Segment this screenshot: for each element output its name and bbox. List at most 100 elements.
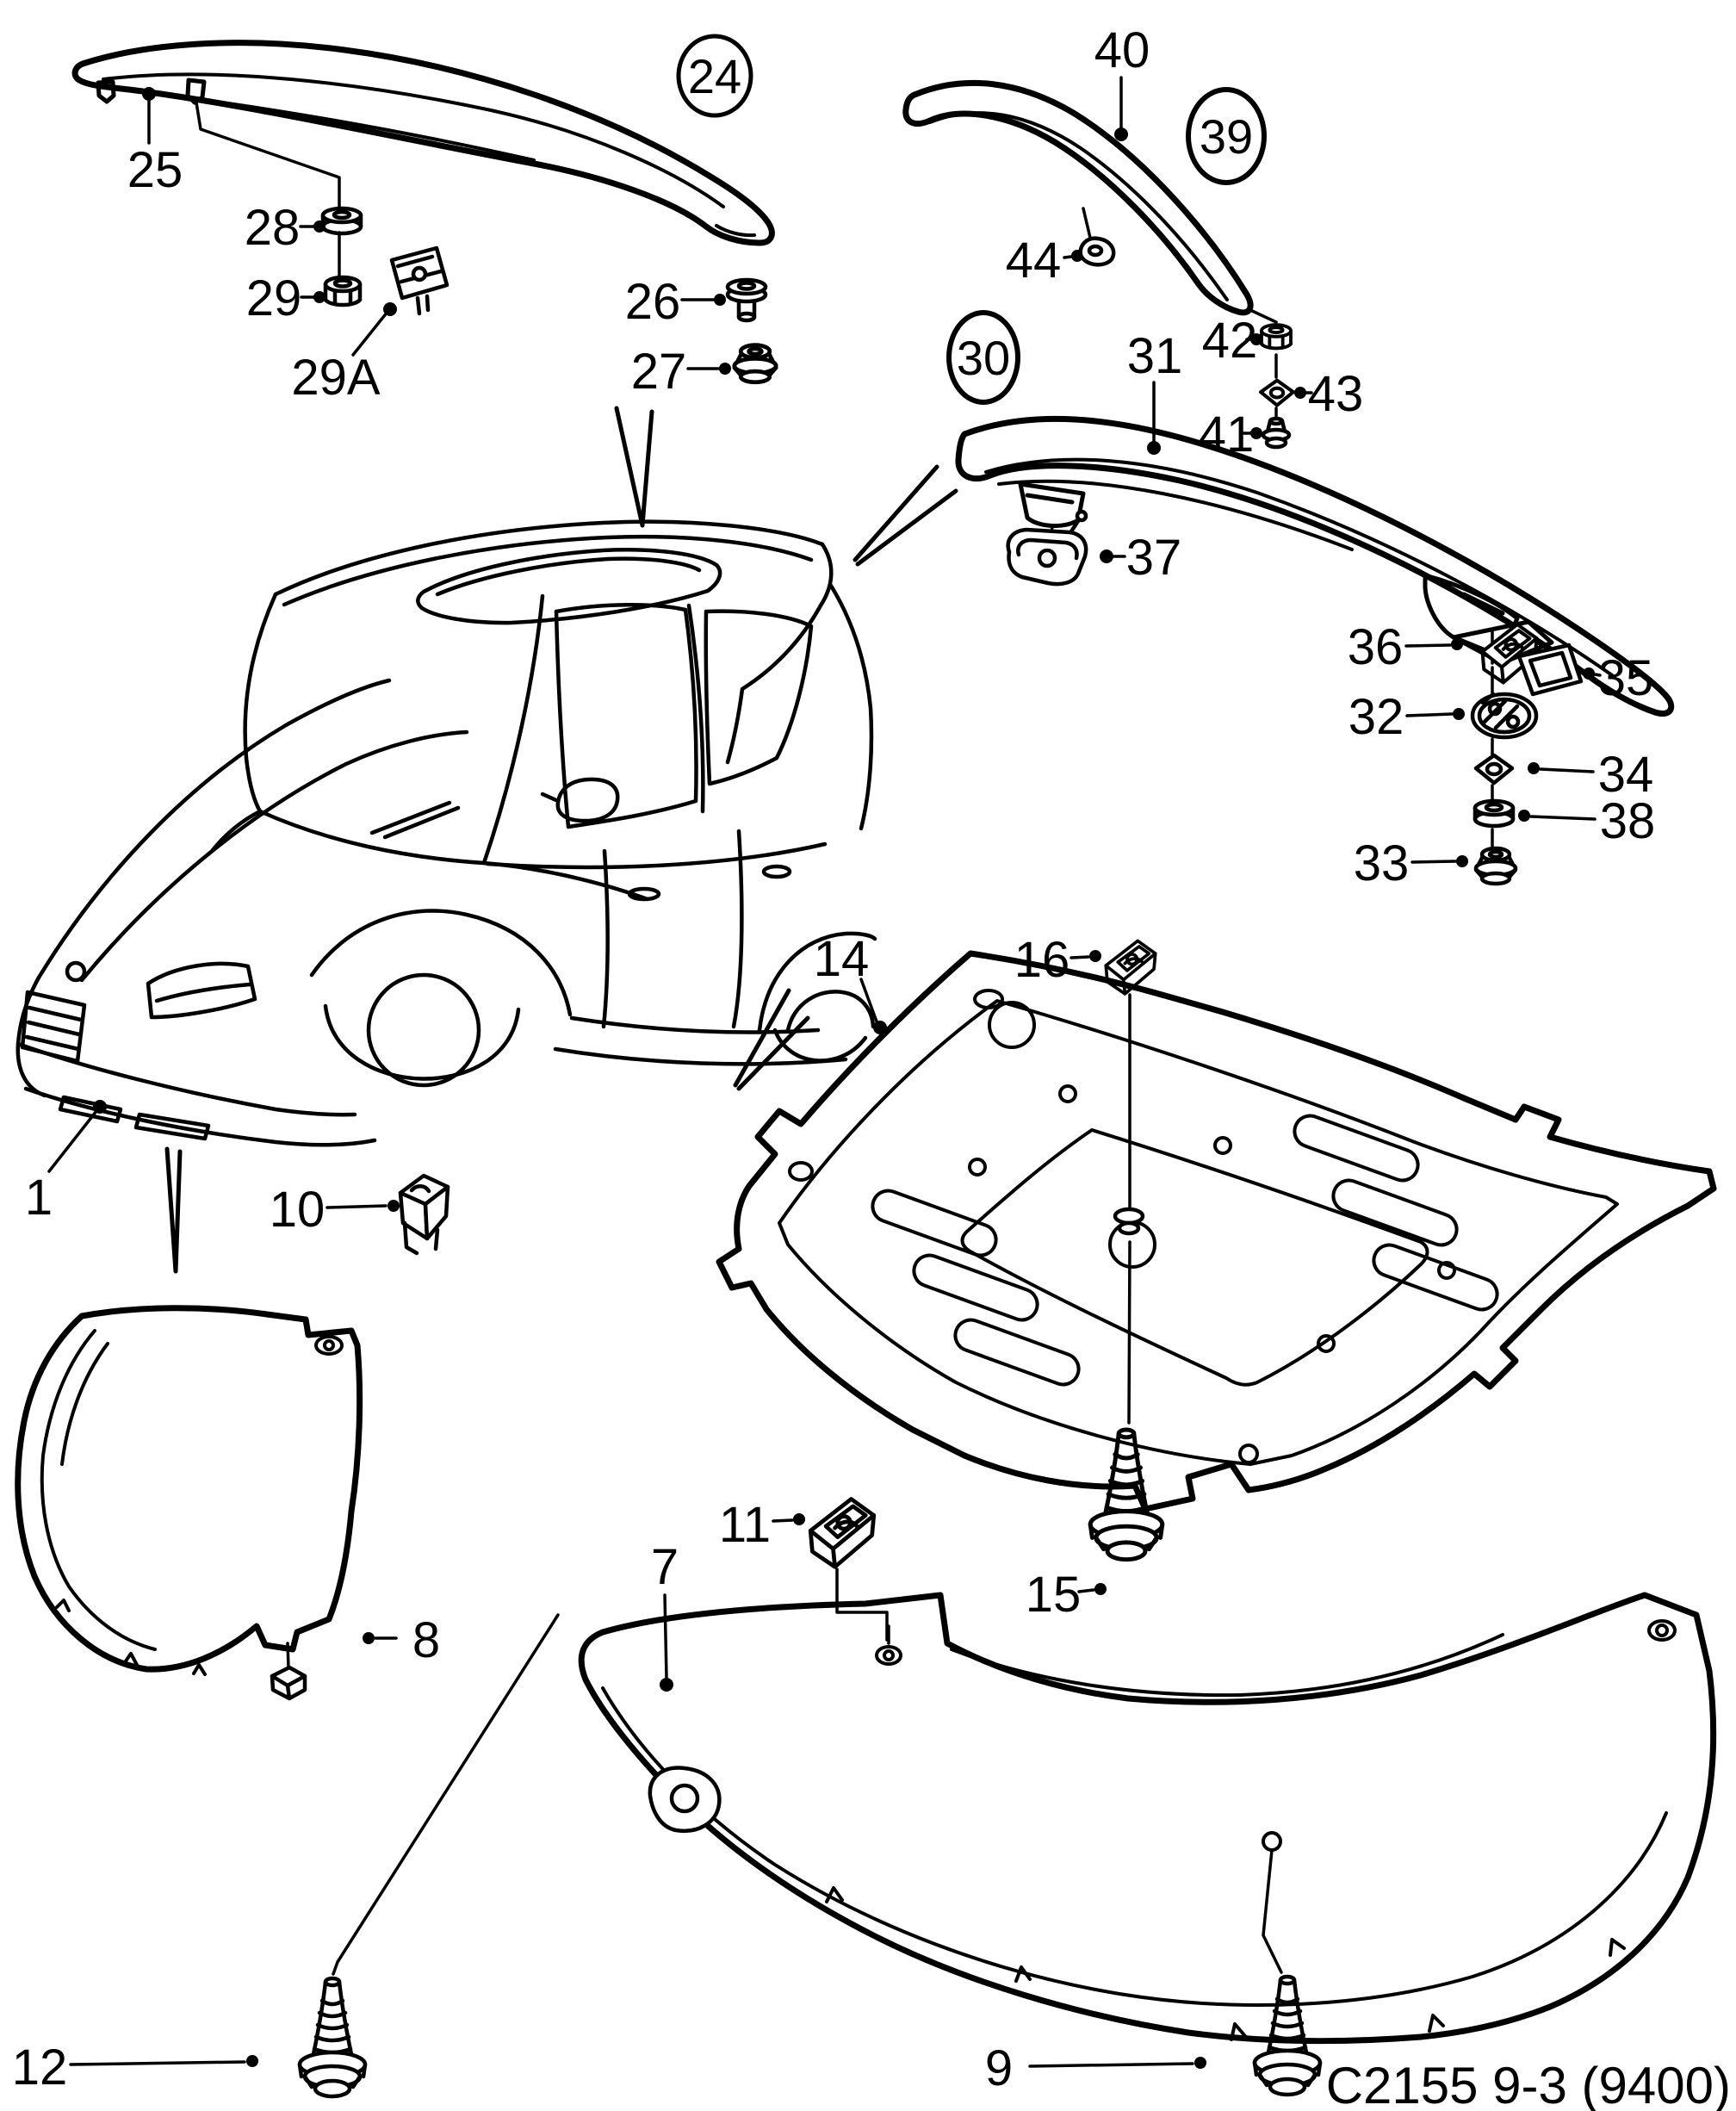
screw-9 [1255, 1977, 1320, 2095]
screw-26 [725, 277, 768, 323]
shield-14-ribs [871, 1114, 1499, 1387]
arrow-to-shield14 [733, 988, 810, 1091]
shield-14-inner [778, 999, 1619, 1466]
callout-15: 15 [1026, 1567, 1082, 1623]
spoiler-31-left-pedestal [1018, 481, 1086, 528]
car-bumper-bottom [23, 1086, 377, 1147]
badge-39: 39 [1200, 109, 1253, 164]
shield-7-arch [950, 1633, 1504, 1698]
callout-44: 44 [1006, 233, 1062, 289]
callout-7: 7 [651, 1539, 679, 1595]
car-door-seam-rear [731, 829, 744, 1029]
leader-12 [332, 1613, 560, 1976]
shield-8-group: 8 12 [12, 1305, 560, 2096]
shield-14-group: 14 16 15 [716, 931, 1717, 1623]
grommet-27 [735, 345, 776, 382]
pad-44 [1078, 236, 1116, 267]
shield-7-pad [648, 1766, 722, 1833]
plate-37 [1006, 509, 1088, 587]
car-front-window [554, 602, 698, 829]
leader-41-42-43 [1249, 308, 1278, 419]
shield-8-notches [55, 1599, 207, 1676]
car-hood-crease [79, 730, 469, 983]
leader-44 [1082, 207, 1092, 239]
callout-29: 29 [246, 270, 302, 326]
shield-7-notches [687, 1812, 1626, 2041]
callout-40: 40 [1094, 22, 1150, 78]
shield-14 [716, 950, 1717, 1512]
arrow-to-car-30 [852, 464, 958, 567]
spoiler-31 [955, 415, 1675, 717]
clip-10 [398, 1173, 450, 1256]
spoiler-group-30: 30 31 37 36 35 [852, 310, 1675, 891]
shield-14-holes [788, 989, 1456, 1464]
car-rear-pillar [725, 542, 834, 765]
spoiler-31-crease [984, 457, 1616, 679]
nut-block-8 [270, 1642, 307, 1701]
grommet-32 [1470, 692, 1539, 740]
car-roof-drip [282, 534, 814, 607]
car-sunroof [416, 548, 722, 625]
car-roof [273, 519, 825, 597]
leader-28-29 [195, 101, 341, 279]
callout-9: 9 [985, 2040, 1013, 2096]
callout-33: 33 [1354, 835, 1410, 891]
badge-24: 24 [688, 49, 741, 103]
badge-30-circle [946, 310, 1020, 405]
car-b-pillar [686, 603, 705, 814]
leader-29a [351, 310, 389, 357]
spoiler-40 [902, 79, 1254, 316]
car-front-tire [323, 1003, 521, 1081]
callout-36: 36 [1348, 619, 1404, 675]
shield-14-recess [960, 1128, 1429, 1387]
footer-code: C2155 9-3 (9400) [1326, 2057, 1731, 2111]
callout-38: 38 [1600, 793, 1656, 849]
grommet-33 [1476, 848, 1516, 884]
bracket-29a [389, 245, 450, 316]
shield-7-tab-hole [875, 1645, 902, 1666]
arrow-to-shield8 [164, 1146, 183, 1274]
car-front-arch [309, 909, 573, 1017]
callout-31: 31 [1127, 328, 1183, 384]
front-callouts: 1 10 [25, 988, 810, 1274]
car-door-handle-front [627, 886, 661, 902]
car-door-seam-front [601, 848, 610, 1029]
shield-8-hole [314, 1335, 344, 1356]
stud-41 [1261, 416, 1292, 450]
washer-43 [1261, 381, 1293, 406]
leader-9 [1262, 1848, 1283, 1974]
callout-14: 14 [814, 931, 870, 987]
leader-16-15 [1127, 993, 1132, 1425]
leader-1 [47, 1109, 98, 1173]
callout-35: 35 [1598, 650, 1654, 706]
car-mirror [540, 777, 620, 823]
car-rear-arch [757, 931, 877, 1033]
leader-7 [663, 1593, 668, 1679]
callout-25: 25 [127, 142, 183, 198]
callout-28: 28 [245, 200, 301, 256]
callout-16: 16 [1014, 932, 1070, 988]
car-windshield-base [257, 809, 487, 866]
callout-10: 10 [270, 1182, 326, 1238]
screw-12 [300, 1978, 365, 2096]
car-grille [20, 990, 87, 1064]
callout-37: 37 [1126, 530, 1182, 586]
arrow-to-car-24 [614, 406, 654, 528]
shield-7-group: 11 7 9 [578, 1497, 1717, 2096]
car-hood-left [36, 678, 392, 980]
spoiler-40-crease [928, 111, 1229, 301]
callout-43: 43 [1308, 366, 1364, 422]
callout-26: 26 [625, 274, 681, 330]
shield-7-right-hole [1647, 1619, 1677, 1642]
frame-35 [1516, 643, 1584, 697]
car-rear-body [828, 583, 874, 831]
leader-14 [859, 978, 878, 1023]
car-windshield-right [481, 593, 545, 866]
car-headlight [146, 961, 257, 1020]
callout-8: 8 [412, 1612, 440, 1668]
car-rear-tire [772, 990, 876, 1063]
callout-12: 12 [12, 2040, 68, 2095]
shield-8-inner [40, 1329, 157, 1651]
